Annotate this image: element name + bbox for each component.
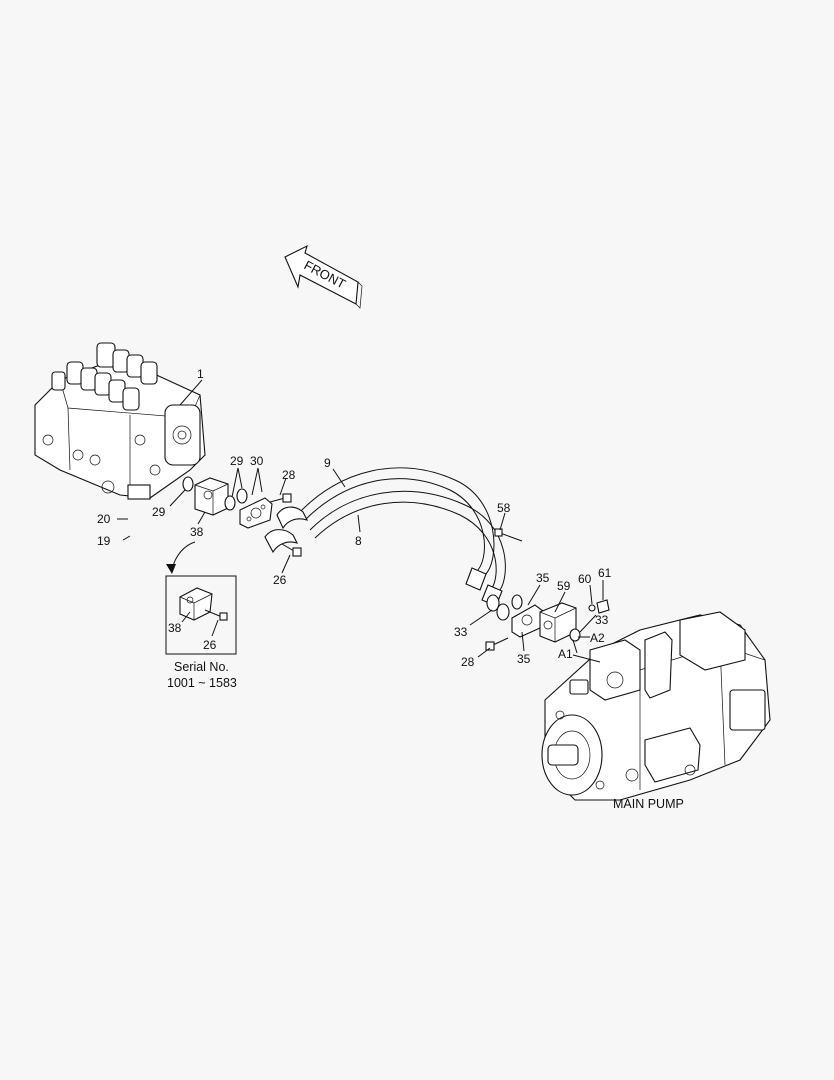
main-pump-label: MAIN PUMP <box>613 797 684 811</box>
front-arrow: FRONT <box>284 244 363 309</box>
callout-60: 60 <box>578 572 592 586</box>
main-control-valve <box>34 342 206 500</box>
o-ring-29-right <box>224 495 236 511</box>
flange-38 <box>194 477 229 516</box>
serial-label: Serial No. <box>174 660 229 674</box>
callout-29-top: 29 <box>230 454 244 468</box>
split-flange-left <box>239 497 273 529</box>
o-ring-29-left <box>182 476 194 492</box>
callout-33-right: 33 <box>595 613 609 627</box>
bolt-58 <box>494 528 523 542</box>
inset-flange-38 <box>179 587 213 621</box>
o-ring-33-upper <box>486 594 500 612</box>
callout-38-inset: 38 <box>168 621 182 635</box>
callout-28-right: 28 <box>461 655 475 669</box>
split-flange-right <box>511 604 544 638</box>
serial-range: 1001 ~ 1583 <box>167 676 237 690</box>
hose-9 <box>276 467 495 591</box>
callout-19: 19 <box>97 534 111 548</box>
inset-bolt-26 <box>204 609 228 621</box>
o-ring-35-upper <box>511 594 523 610</box>
callout-a1: A1 <box>558 647 573 661</box>
o-ring-33-pump <box>569 628 581 642</box>
callout-9: 9 <box>324 456 331 470</box>
callout-26-inset: 26 <box>203 638 217 652</box>
callout-59: 59 <box>557 579 571 593</box>
callout-29-left: 29 <box>152 505 166 519</box>
callout-26: 26 <box>273 573 287 587</box>
callout-35-top: 35 <box>536 571 550 585</box>
callout-35-bottom: 35 <box>517 652 531 666</box>
callout-58: 58 <box>497 501 511 515</box>
callout-1: 1 <box>197 367 204 381</box>
callout-30: 30 <box>250 454 264 468</box>
main-pump <box>541 611 771 801</box>
leader-lines <box>117 379 604 663</box>
callout-a2: A2 <box>590 631 605 645</box>
serial-inset <box>165 541 237 655</box>
bolt-28-right <box>485 637 509 651</box>
callout-38: 38 <box>190 525 204 539</box>
hose-8 <box>264 490 506 607</box>
o-ring-60 <box>588 604 596 612</box>
o-ring-30 <box>236 488 248 504</box>
plug-61 <box>596 599 610 614</box>
callout-labels: 1 29 30 28 9 8 29 20 19 38 26 38 26 58 3… <box>97 367 612 669</box>
callout-33-left: 33 <box>454 625 468 639</box>
bolt-28-left <box>269 493 292 503</box>
callout-20: 20 <box>97 512 111 526</box>
valve-spools <box>51 342 158 411</box>
callout-61: 61 <box>598 566 612 580</box>
callout-8: 8 <box>355 534 362 548</box>
o-ring-33-lower <box>496 603 510 621</box>
callout-28-left: 28 <box>282 468 296 482</box>
